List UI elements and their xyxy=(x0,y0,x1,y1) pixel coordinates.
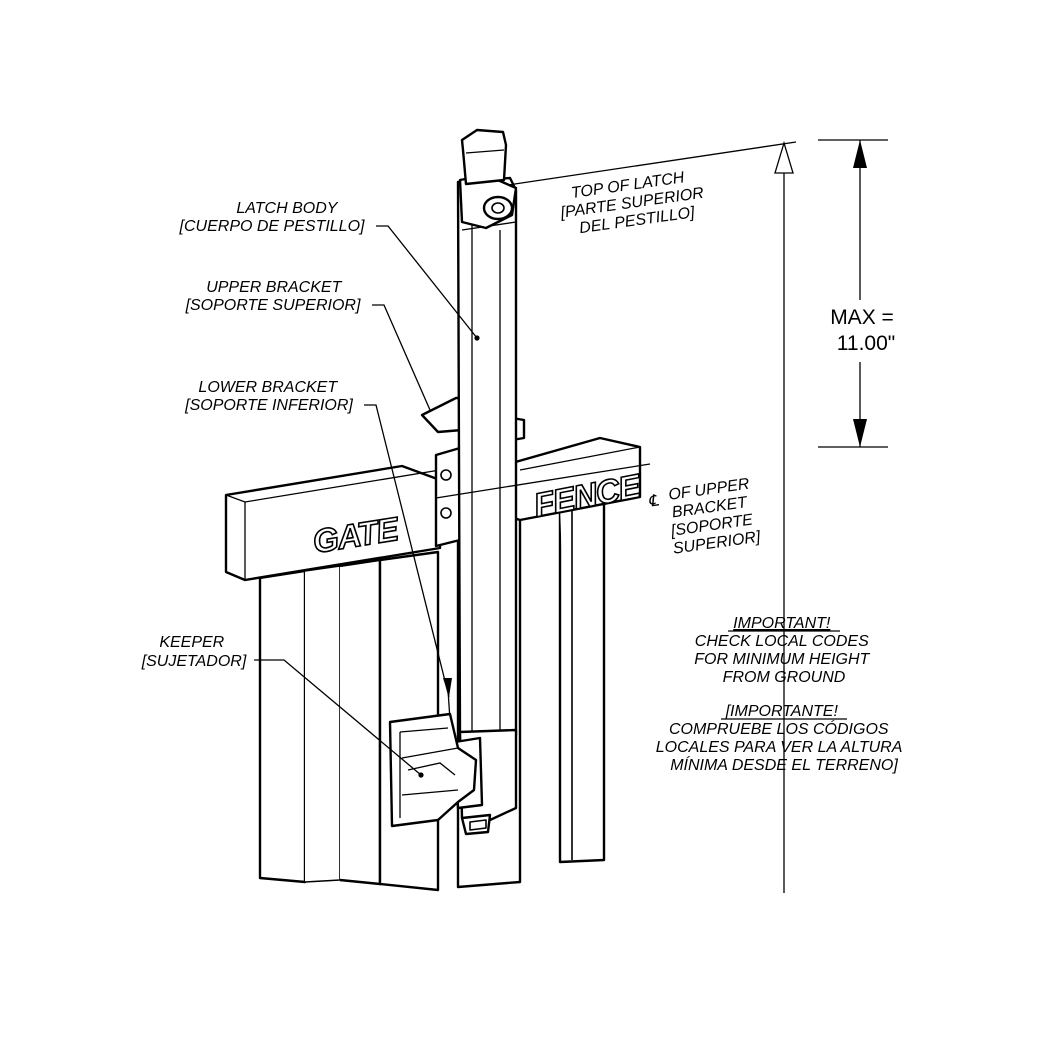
leader-lines xyxy=(254,141,797,776)
latch-body-label: LATCH BODY [CUERPO DE PESTILLO] xyxy=(179,200,365,235)
keeper-label: KEEPER [SUJETADOR] xyxy=(141,634,247,670)
centerline-symbol: ℄ xyxy=(647,492,660,510)
important-note-english: IMPORTANT! CHECK LOCAL CODES FOR MINIMUM… xyxy=(694,615,874,686)
fence-rail: FENCE xyxy=(503,436,645,524)
latch-body xyxy=(456,128,518,739)
keeper xyxy=(388,712,478,828)
dimension-line1: MAX = xyxy=(830,306,894,329)
svg-text:OF UPPER BRACKET: OF UPPER BRACKET [SOPORTE SUPERIOR] xyxy=(664,475,762,558)
dimension-line2: 11.00" xyxy=(837,332,895,355)
lower-bracket-label: LOWER BRACKET [SOPORTE INFERIOR] xyxy=(184,379,353,414)
important-note-spanish: [IMPORTANTE! COMPRUEBE LOS CÓDIGOS LOCAL… xyxy=(656,703,906,774)
important-notes: IMPORTANT! CHECK LOCAL CODES FOR MINIMUM… xyxy=(656,615,906,774)
gate-rail: GATE xyxy=(224,464,442,582)
upper-bracket-label: UPPER BRACKET [SOPORTE SUPERIOR] xyxy=(185,279,361,314)
top-of-latch-label: TOP OF LATCH [PARTE SUPERIOR DEL PESTILL… xyxy=(556,166,712,239)
callout-labels: LATCH BODY [CUERPO DE PESTILLO] UPPER BR… xyxy=(141,166,762,670)
cl-upper-bracket-label: ℄ OF UPPER BRACKET [SOPORTE SUPERIOR] xyxy=(647,475,762,558)
height-dimension: MAX = 11.00" xyxy=(774,139,895,893)
svg-text:TOP OF LATCH [PARTE SU: TOP OF LATCH [PARTE SUPERIOR DEL PESTILL… xyxy=(556,166,712,239)
upper-bracket xyxy=(420,396,526,548)
